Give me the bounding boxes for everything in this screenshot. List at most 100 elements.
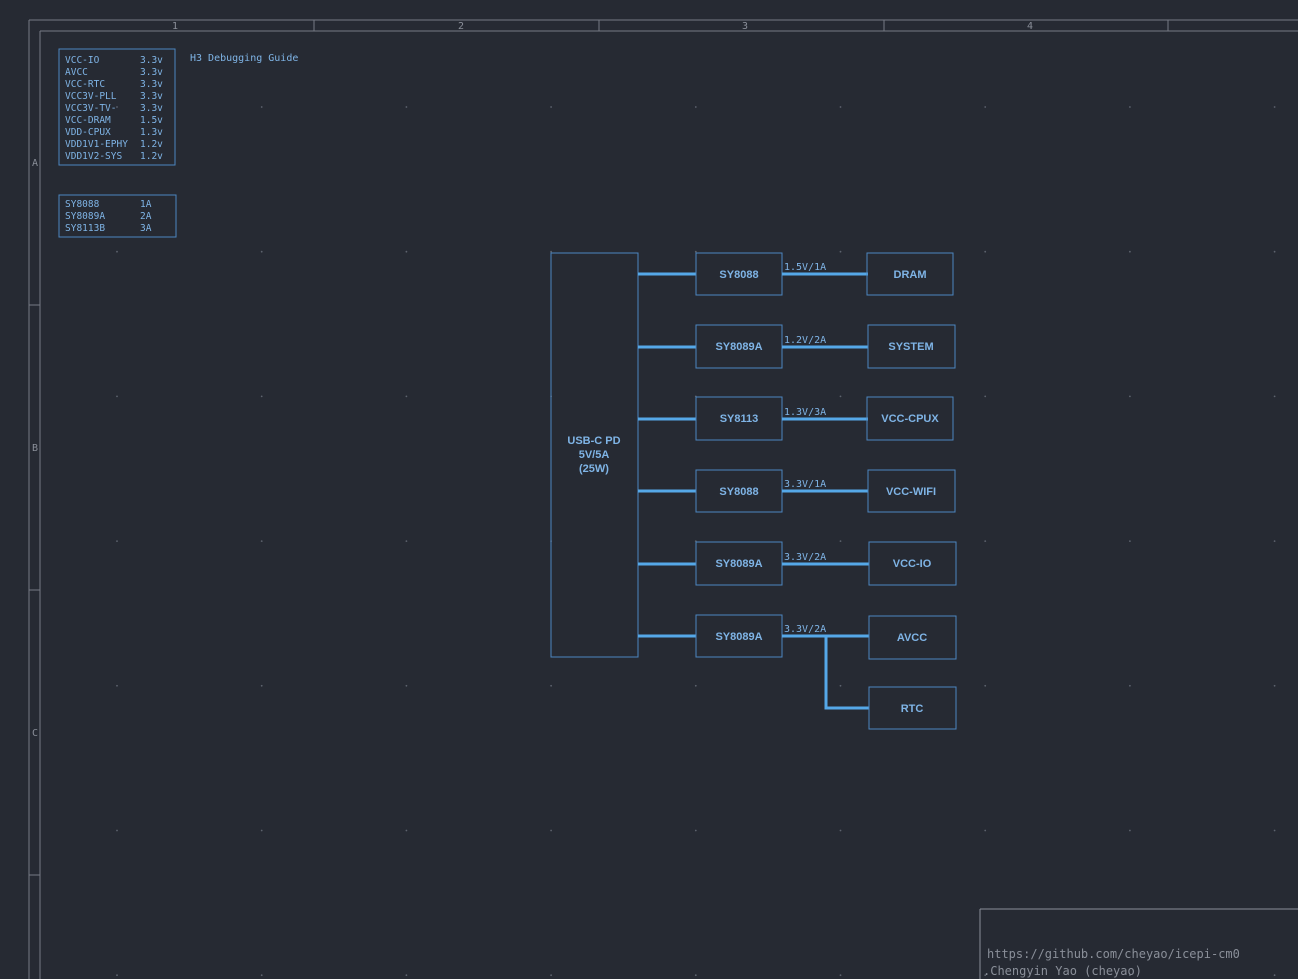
branch-system: SY8089A 1.2V/2A SYSTEM xyxy=(638,324,956,369)
grid-dot xyxy=(116,974,118,977)
wire-rtc xyxy=(824,636,869,710)
grid-dot xyxy=(984,974,987,977)
voltage-value: 1.3v xyxy=(140,127,163,138)
grid-dot xyxy=(1273,974,1276,977)
grid-dot xyxy=(1273,106,1276,108)
voltage-value: 3.3v xyxy=(140,79,163,90)
load-block[interactable] xyxy=(868,541,957,586)
grid-dot xyxy=(550,829,552,832)
load-label: AVCC xyxy=(897,632,927,644)
grid-dot xyxy=(1273,829,1276,832)
voltage-rail: VCC3V-TV- xyxy=(65,103,116,114)
row-label-b: B xyxy=(32,443,38,454)
grid-dot xyxy=(405,106,408,108)
load-label: VCC-IO xyxy=(893,558,932,570)
voltage-rail: AVCC xyxy=(65,67,88,78)
grid-dot xyxy=(550,974,552,977)
branch-vcc-cpux: SY8113 1.3V/3A VCC-CPUX xyxy=(638,396,954,441)
branch-vcc-wifi: SY8088 3.3V/1A VCC-WIFI xyxy=(638,469,956,513)
grid-dot xyxy=(839,974,842,977)
grid-dot xyxy=(260,829,263,832)
grid-dot xyxy=(984,829,987,832)
grid-dot xyxy=(984,684,987,687)
regulator-part: SY8088 xyxy=(65,199,100,210)
column-label-1: 1 xyxy=(172,21,178,32)
load-label: VCC-WIFI xyxy=(886,486,936,498)
grid-dot xyxy=(1129,395,1131,398)
load-block[interactable] xyxy=(866,396,954,441)
voltage-rail: VDD1V2-SYS xyxy=(65,151,122,162)
regulator-label: SY8089A xyxy=(715,558,762,570)
grid-dot xyxy=(260,395,263,398)
voltage-value: 1.2v xyxy=(140,139,163,150)
rail-label: 3.3V/2A xyxy=(784,552,826,563)
grid-dot xyxy=(1273,684,1276,687)
regulator-current: 1A xyxy=(140,199,152,210)
grid-dot xyxy=(405,684,408,687)
regulator-part: SY8089A xyxy=(65,211,105,222)
grid-dot xyxy=(260,250,263,253)
grid-dot xyxy=(1273,395,1276,398)
grid-dot xyxy=(1273,250,1276,253)
source-label-line2: 5V/5A xyxy=(579,449,610,461)
grid-dot xyxy=(405,829,408,832)
load-block[interactable] xyxy=(868,615,957,660)
voltage-rail: VCC3V-PLL xyxy=(65,91,117,102)
grid-dot xyxy=(116,684,118,687)
grid-dot xyxy=(405,250,408,253)
grid-dots xyxy=(116,106,1276,977)
title-block-author: .Chengyin Yao (cheyao) xyxy=(983,964,1142,978)
branch-vcc-io: SY8089A 3.3V/2A VCC-IO xyxy=(638,541,957,586)
grid-dot xyxy=(1129,974,1131,977)
row-label-a: A xyxy=(32,158,38,169)
voltage-rail: VDD1V1-EPHY xyxy=(65,139,128,150)
grid-dot xyxy=(260,974,263,977)
voltage-table: VCC-IO 3.3v AVCC 3.3v VCC-RTC 3.3v VCC3V… xyxy=(58,48,176,166)
load-block[interactable] xyxy=(867,469,956,513)
column-label-4: 4 xyxy=(1027,21,1033,32)
grid-dot xyxy=(260,106,263,108)
regulator-part: SY8113B xyxy=(65,223,105,234)
row-label-c: C xyxy=(32,728,38,739)
grid-dot xyxy=(984,250,987,253)
title-block: https://github.com/cheyao/icepi-cm0 .Che… xyxy=(979,908,1298,979)
grid-dot xyxy=(550,684,552,687)
grid-dot xyxy=(550,250,552,253)
grid-dot xyxy=(839,106,842,108)
grid-dot xyxy=(405,974,408,977)
power-source-block[interactable]: USB-C PD 5V/5A (25W) xyxy=(550,252,639,658)
grid-dot xyxy=(1129,250,1131,253)
grid-dot xyxy=(694,974,697,977)
sheet-title: H3 Debugging Guide xyxy=(190,53,298,64)
grid-dot xyxy=(984,106,987,108)
load-block[interactable] xyxy=(866,252,954,296)
grid-dot xyxy=(116,250,118,253)
load-block-rtc[interactable] xyxy=(868,686,957,730)
grid-dot xyxy=(839,829,842,832)
regulator-current: 3A xyxy=(140,223,152,234)
source-label-line3: (25W) xyxy=(579,463,609,475)
voltage-value: 1.5v xyxy=(140,115,163,126)
grid-dot xyxy=(839,250,842,253)
regulator-current: 2A xyxy=(140,211,152,222)
grid-dot xyxy=(839,540,842,542)
rail-label: 3.3V/2A xyxy=(784,624,826,635)
voltage-rail: VCC-IO xyxy=(65,55,100,66)
grid-dot xyxy=(1129,829,1131,832)
load-label: VCC-CPUX xyxy=(881,413,939,425)
load-block[interactable] xyxy=(867,324,956,369)
branch-dram: SY8088 1.5V/1A DRAM xyxy=(638,252,954,296)
source-label-line1: USB-C PD xyxy=(567,435,620,447)
rail-label: 1.3V/3A xyxy=(784,407,826,418)
voltage-value: 3.3v xyxy=(140,67,163,78)
grid-dot xyxy=(260,540,263,542)
grid-dot xyxy=(984,540,987,542)
voltage-value: 3.3v xyxy=(140,103,163,114)
rail-label: 3.3V/1A xyxy=(784,479,826,490)
grid-dot xyxy=(550,106,552,108)
title-block-url[interactable]: https://github.com/cheyao/icepi-cm0 xyxy=(987,947,1240,961)
grid-dot xyxy=(1129,684,1131,687)
regulator-label: SY8088 xyxy=(719,486,758,498)
grid-dot xyxy=(116,829,118,832)
grid-dot xyxy=(984,395,987,398)
